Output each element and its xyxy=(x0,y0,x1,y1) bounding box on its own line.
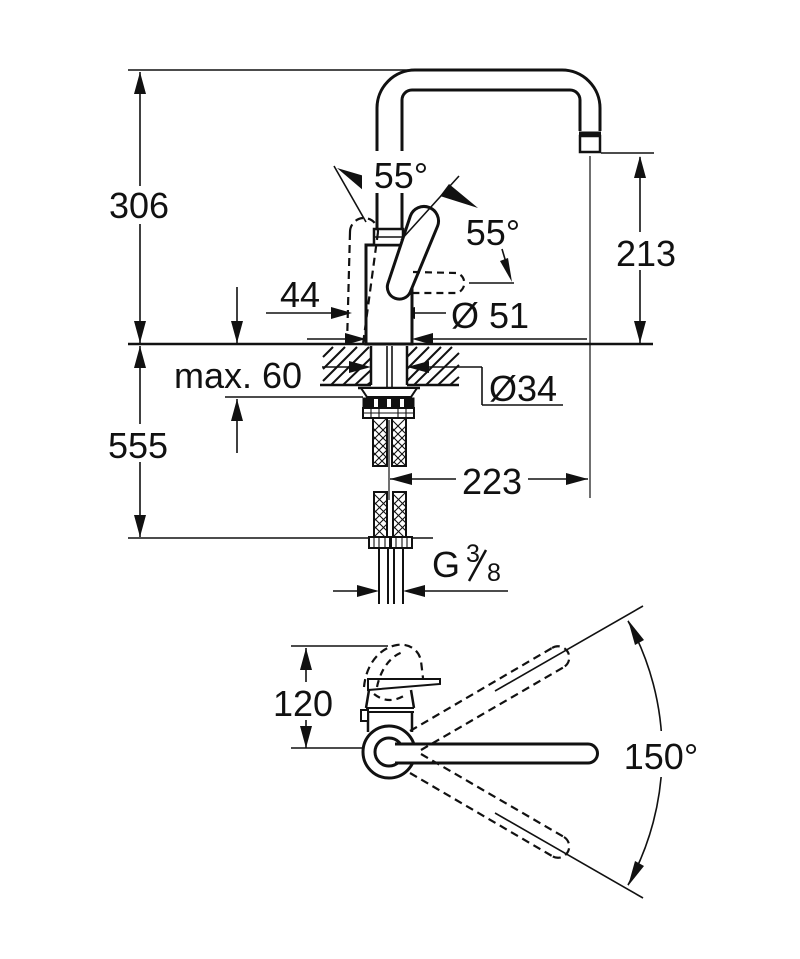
arrow-down-icon xyxy=(231,321,243,343)
arrow-right-icon xyxy=(566,473,588,485)
mounting-hardware xyxy=(358,386,420,604)
lever-top-bar xyxy=(367,678,441,692)
spout-outer-wall xyxy=(375,68,602,229)
hose-nut-left xyxy=(368,536,391,549)
lever-raised-dashed xyxy=(362,643,425,688)
flex-hose-right xyxy=(392,491,407,538)
hidden-edge-dashed xyxy=(373,693,408,702)
label-below-counter: 555 xyxy=(108,425,168,466)
reference-lines xyxy=(128,69,654,539)
hose-nut-right xyxy=(390,536,413,549)
arrow-right-icon xyxy=(345,333,366,345)
arrow-down-icon xyxy=(300,726,312,748)
arrow-up-icon xyxy=(300,648,312,670)
label-thread-denominator: 8 xyxy=(487,559,501,587)
mounting-nut xyxy=(362,407,415,419)
dimension-labels: 306 555 213 223 44 Ø 51 max. 60 Ø34 55° … xyxy=(100,151,706,777)
arrow-right-icon xyxy=(349,361,371,373)
label-handle-angle-up: 55° xyxy=(374,155,428,196)
leader-arrow-icon xyxy=(500,258,512,282)
arrow-up-icon xyxy=(634,156,646,178)
label-body-diameter: Ø 51 xyxy=(451,295,529,336)
dimension-handle-reach xyxy=(291,645,388,749)
swing-position-down xyxy=(409,753,571,859)
label-swing-angle: 150° xyxy=(624,736,698,777)
top-body xyxy=(360,643,441,732)
fraction-slash xyxy=(467,549,488,582)
arrow-left-icon xyxy=(403,585,425,597)
label-hole-diameter: Ø34 xyxy=(489,368,557,409)
angle-arrow-right-icon xyxy=(440,184,478,208)
arrow-down-icon xyxy=(634,321,646,343)
arrow-left-icon xyxy=(412,333,433,345)
spout xyxy=(375,68,602,229)
flex-hose-left xyxy=(373,491,388,538)
arrow-down-icon xyxy=(134,515,146,537)
label-spout-outlet-height: 213 xyxy=(616,233,676,274)
threaded-stud-left xyxy=(372,417,388,467)
dimension-thread-size xyxy=(333,549,508,597)
top-view xyxy=(291,605,663,899)
arrow-up-icon xyxy=(231,399,243,421)
spout-inner-wall xyxy=(400,88,582,229)
arrow-right-icon xyxy=(357,585,379,597)
label-handle-reach: 120 xyxy=(273,683,333,724)
spout-tube-top-view xyxy=(395,742,599,765)
side-view xyxy=(128,68,654,604)
arc-arrow-bottom-icon xyxy=(628,861,644,886)
label-handle-offset: 44 xyxy=(280,274,320,315)
swing-position-up xyxy=(409,645,571,751)
dimension-body-diameter xyxy=(307,333,587,345)
counter-hatch xyxy=(322,346,460,386)
label-thread-letter: G xyxy=(432,544,460,585)
label-spout-reach: 223 xyxy=(462,461,522,502)
label-thread-numerator: 3 xyxy=(466,540,480,568)
arrow-up-icon xyxy=(134,72,146,94)
arrow-down-icon xyxy=(134,321,146,343)
arrow-up-icon xyxy=(134,346,146,368)
horseshoe-washer xyxy=(362,397,415,409)
dimension-max-counter-thickness xyxy=(231,287,243,453)
arrow-left-icon xyxy=(390,473,412,485)
label-max-counter-thickness: max. 60 xyxy=(174,355,302,396)
arc-arrow-top-icon xyxy=(628,620,644,645)
handle-lever-solid xyxy=(385,204,440,301)
arrow-right-icon xyxy=(331,307,352,319)
handle-up-position-dashed xyxy=(345,216,380,345)
threaded-stud-right xyxy=(391,417,407,467)
base-flange xyxy=(359,387,419,398)
spout-aerator xyxy=(578,134,602,154)
hinge-nub xyxy=(360,709,369,722)
label-handle-angle-forward: 55° xyxy=(466,212,520,253)
connection-tubes xyxy=(378,548,404,604)
label-total-height: 306 xyxy=(109,185,169,226)
handle-forward-position-dashed xyxy=(412,270,514,295)
